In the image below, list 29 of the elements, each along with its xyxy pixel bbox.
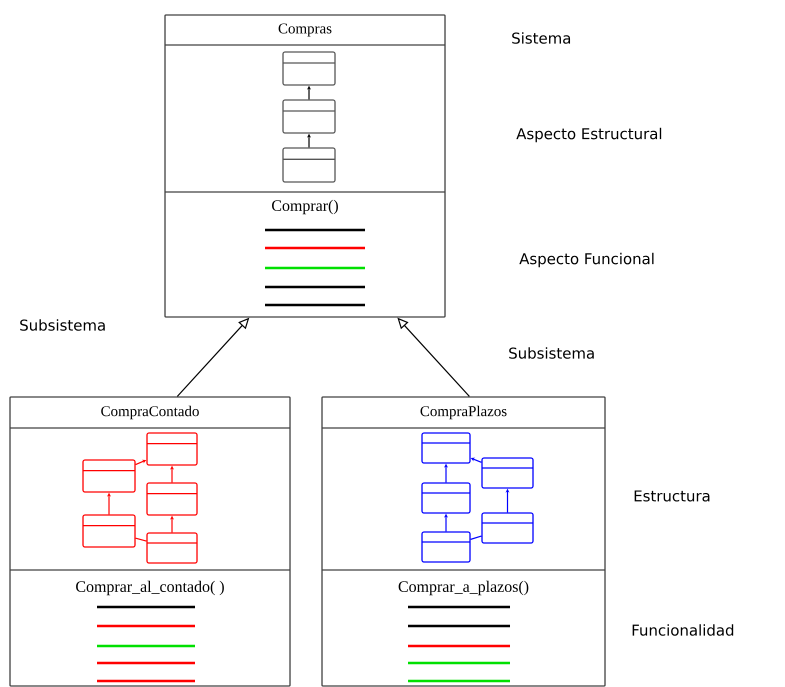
method-name: Comprar_al_contado( ) [76,580,224,596]
method-name: Comprar() [272,200,338,214]
class-icon [481,457,534,489]
method-name: Comprar_a_plazos() [398,580,528,596]
side-label: Estructura [634,490,710,502]
class-name: CompraPlazos [420,406,507,420]
class-icon [421,531,471,563]
side-label: Subsistema [509,347,594,359]
class-icon [282,51,336,86]
side-label: Sistema [512,32,570,44]
class-name: CompraContado [101,406,199,420]
class-box [164,14,446,318]
class-box [9,396,291,687]
class-icon [82,459,136,493]
class-icon [421,482,471,514]
side-label: Aspecto Estructural [516,128,662,142]
class-icon [146,482,198,516]
class-icon [82,514,136,548]
side-label: Aspecto Funcional [519,252,654,268]
class-name: Compras [278,23,332,37]
side-label: Subsistema [20,319,105,331]
class-icon [146,432,198,466]
class-icon [146,532,198,564]
class-icon [282,99,336,134]
class-icon [481,512,534,544]
class-icon [282,147,336,183]
side-label: Funcionalidad [632,624,734,636]
class-icon [421,432,471,464]
class-box [321,396,606,687]
